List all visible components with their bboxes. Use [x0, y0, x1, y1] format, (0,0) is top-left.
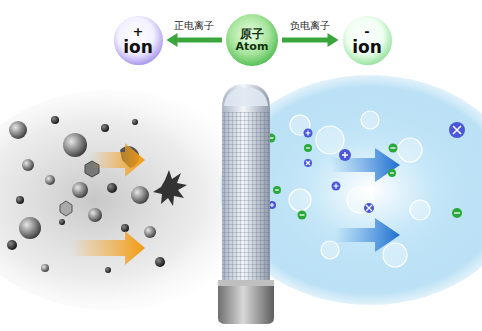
node-text: ion — [123, 39, 153, 56]
arrow-connector — [282, 38, 329, 43]
node-heading: + — [133, 25, 144, 38]
positive-ion-circle: +ion — [114, 16, 163, 65]
edge-label: 负电离子 — [288, 20, 332, 32]
atom-circle: 原子Atom — [226, 14, 278, 66]
node-heading: - — [364, 25, 369, 38]
edge-label: 正电离子 — [172, 20, 216, 32]
arrow-head — [167, 33, 178, 47]
node-text: ion — [352, 39, 382, 56]
arrow-head — [328, 33, 339, 47]
arrow-connector — [177, 38, 223, 43]
node-text: Atom — [236, 41, 269, 52]
node-heading: 原子 — [240, 28, 264, 40]
negative-ion-circle: -ion — [343, 16, 392, 65]
